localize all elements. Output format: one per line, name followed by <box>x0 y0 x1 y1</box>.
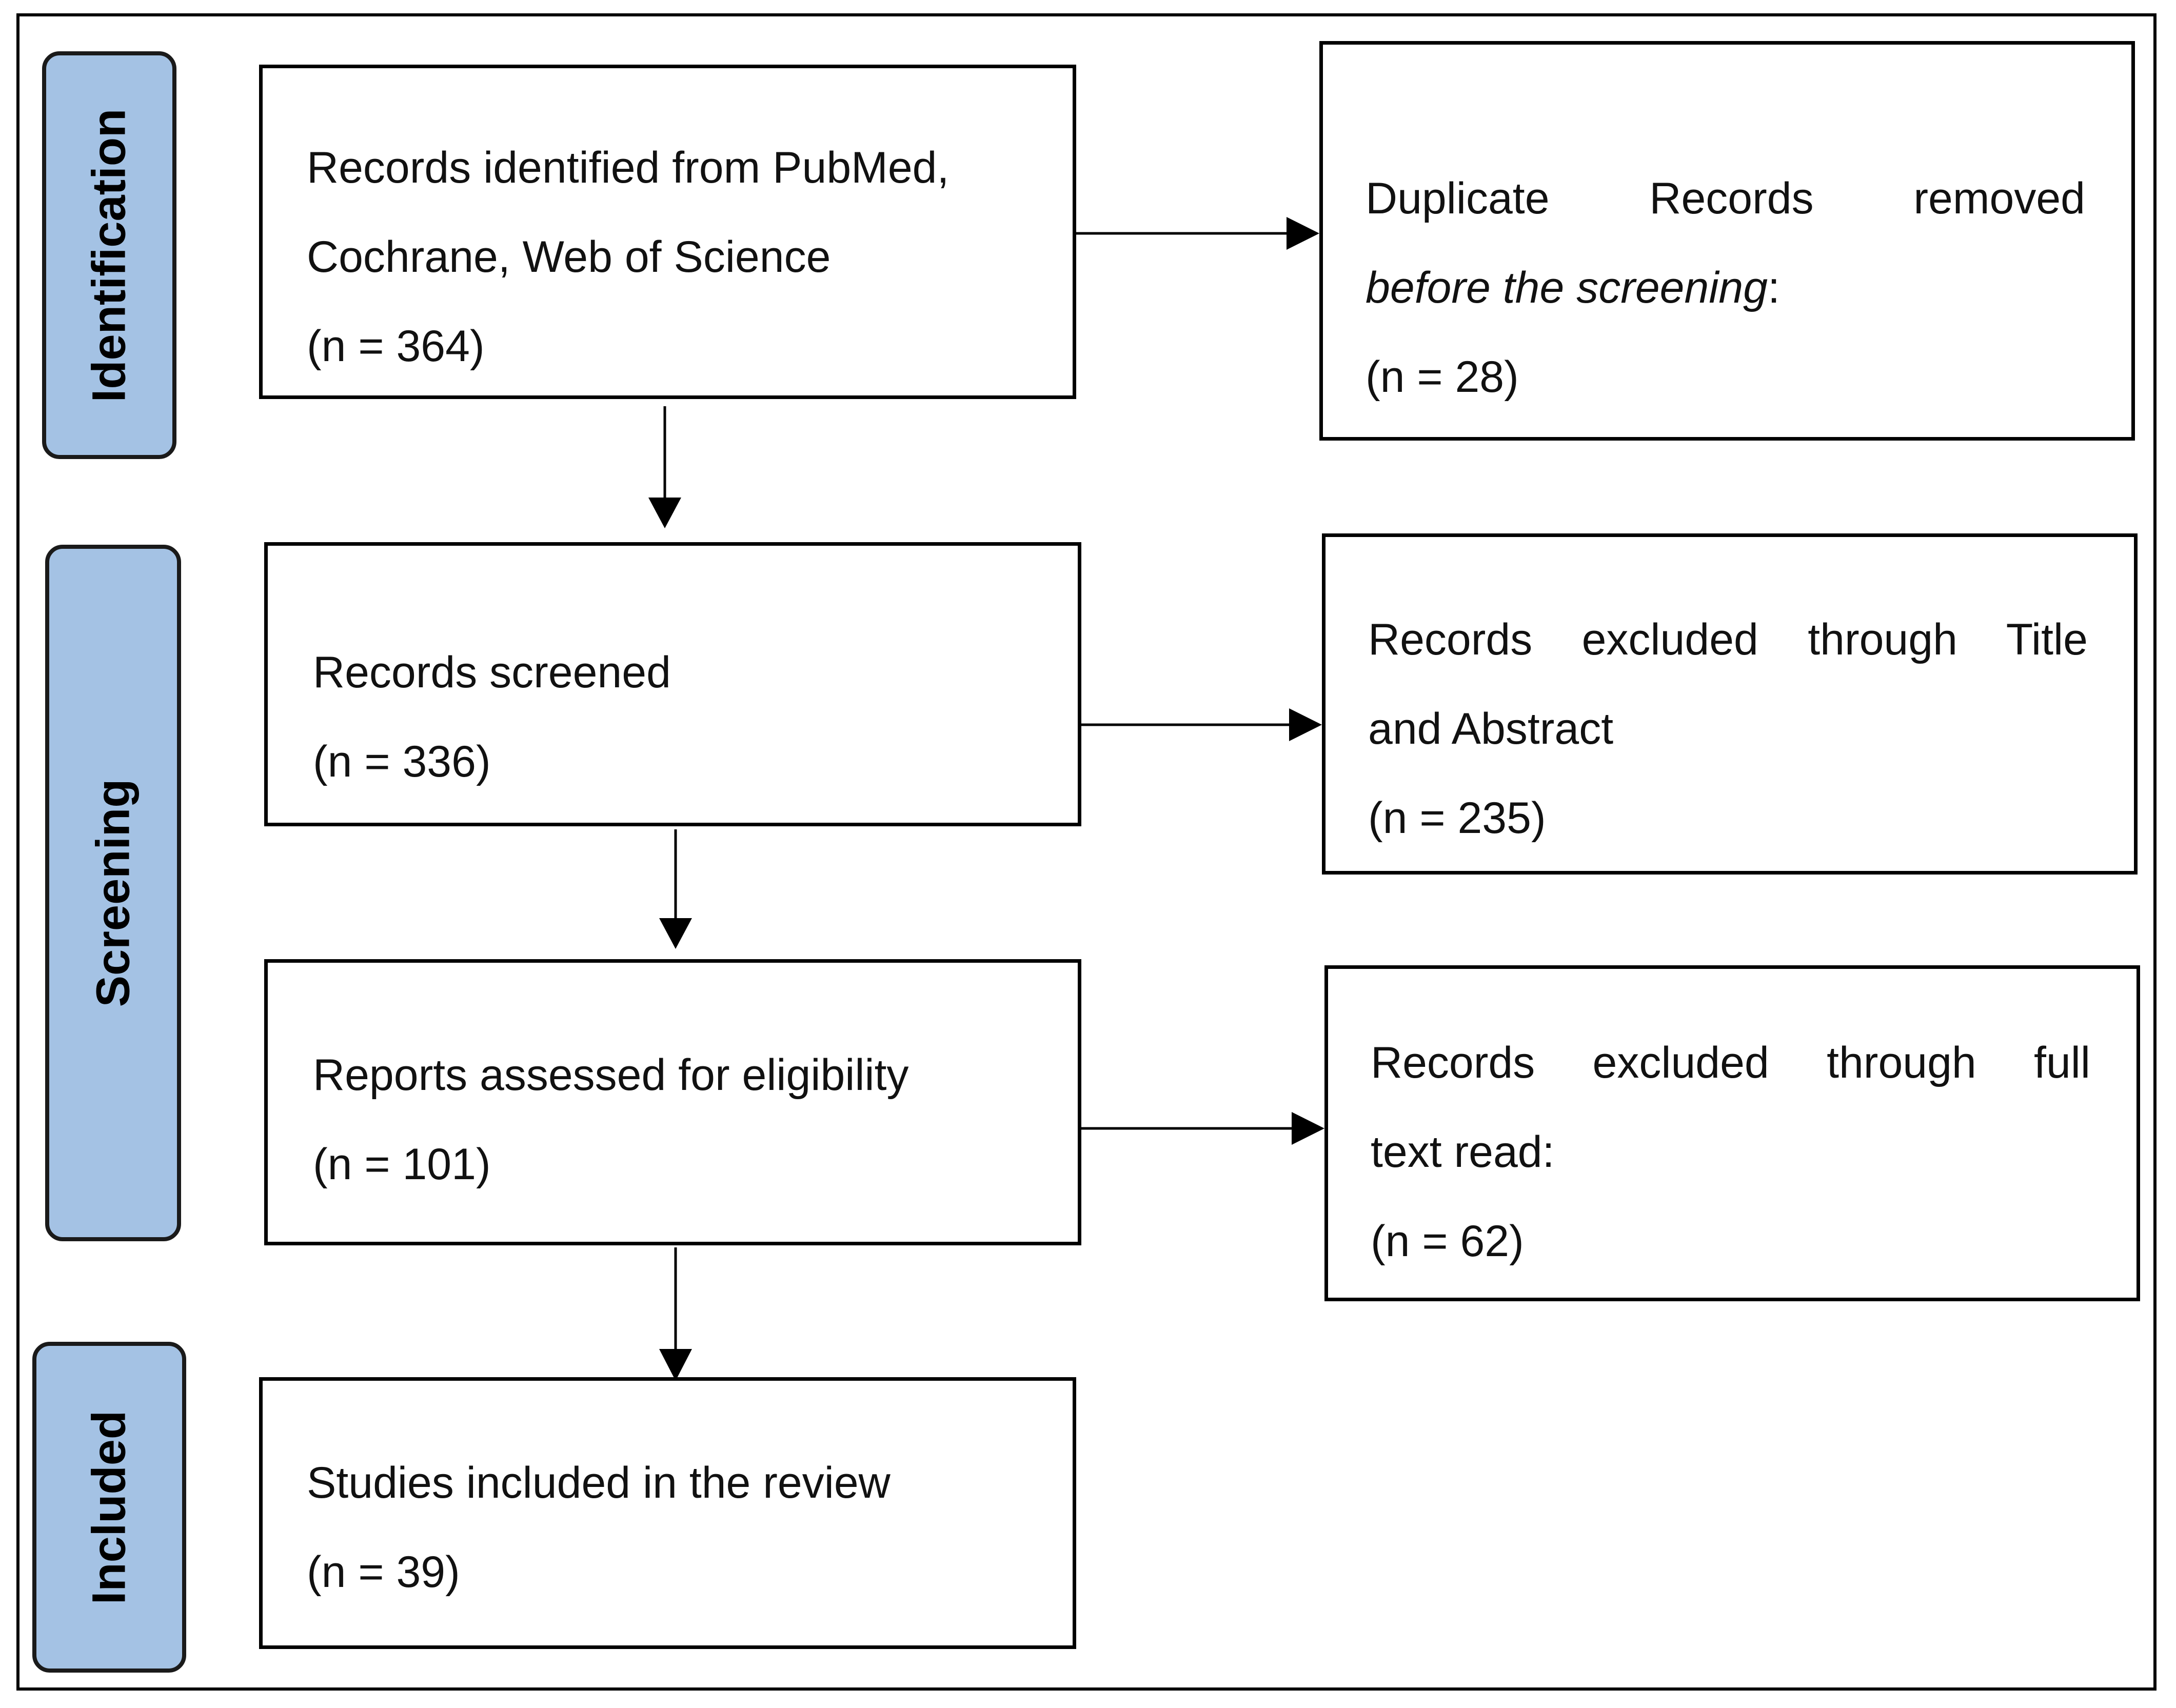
reports-eligibility-label: Reports assessed for eligibility <box>313 1050 909 1100</box>
excluded-full-text-line1: Records excluded through full <box>1371 1038 2090 1087</box>
records-identified-line1: Records identified from PubMed, <box>307 143 949 192</box>
records-screened-label: Records screened <box>313 648 671 697</box>
excluded-full-text-box: Records excluded through full text read:… <box>1324 965 2140 1301</box>
duplicates-removed-line1: Duplicate Records removed <box>1366 174 2085 223</box>
excluded-full-text-line2: text read: <box>1371 1127 1555 1177</box>
excluded-title-abstract-count: (n = 235) <box>1368 793 1546 843</box>
arrowhead-eligibility <box>659 918 692 949</box>
duplicates-removed-line2-italic: before the screening <box>1366 263 1768 312</box>
studies-included-count: (n = 39) <box>307 1547 460 1597</box>
excluded-full-text-count: (n = 62) <box>1371 1217 1524 1266</box>
reports-eligibility-count: (n = 101) <box>313 1140 491 1189</box>
records-identified-line2: Cochrane, Web of Science <box>307 232 831 282</box>
records-identified-box: Records identified from PubMed, Cochrane… <box>259 65 1076 399</box>
arrowhead-included <box>659 1349 692 1381</box>
duplicates-removed-count: (n = 28) <box>1366 352 1519 402</box>
excluded-title-abstract-line2: and Abstract <box>1368 704 1614 753</box>
arrowhead-excluded-title <box>1289 708 1322 741</box>
reports-eligibility-box: Reports assessed for eligibility (n = 10… <box>264 959 1081 1245</box>
studies-included-label: Studies included in the review <box>307 1458 891 1507</box>
stage-identification: Identification <box>42 51 176 459</box>
records-identified-count: (n = 364) <box>307 322 485 371</box>
diagram-frame <box>16 13 2157 1691</box>
duplicates-removed-line2: before the screening: <box>1366 243 2085 332</box>
excluded-title-abstract-line1: Records excluded through Title <box>1368 615 2088 664</box>
records-screened-count: (n = 336) <box>313 737 491 786</box>
studies-included-box: Studies included in the review (n = 39) <box>259 1377 1076 1649</box>
records-screened-box: Records screened (n = 336) <box>264 542 1081 826</box>
arrowhead-duplicates <box>1287 217 1319 250</box>
stage-included: Included <box>32 1342 186 1673</box>
duplicates-removed-line2-suffix: : <box>1768 263 1780 312</box>
excluded-title-abstract-box: Records excluded through Title and Abstr… <box>1322 533 2138 875</box>
duplicates-removed-box: Duplicate Records removed before the scr… <box>1319 41 2135 441</box>
arrowhead-screened <box>648 498 681 528</box>
stage-screening: Screening <box>45 545 181 1241</box>
arrowhead-excluded-full-text <box>1292 1112 1324 1145</box>
